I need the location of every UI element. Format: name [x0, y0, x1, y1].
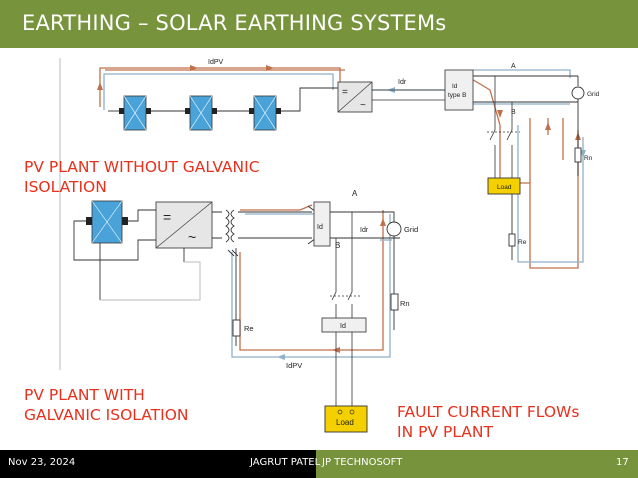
- top-diagram: = ~ IdPV Idr Id type B A B Grid: [59, 58, 600, 370]
- top-load-switches: [487, 76, 520, 180]
- bottom-tilde-label: ~: [188, 229, 196, 245]
- bottom-grid-label: Grid: [404, 225, 418, 234]
- bottom-load: Load: [324, 405, 368, 433]
- top-b-label: B: [511, 109, 516, 116]
- pv-panel: [119, 95, 151, 131]
- title-bar: EARTHING – SOLAR EARTHING SYSTEMs: [0, 0, 638, 48]
- bottom-idpv-label: IdPV: [286, 361, 302, 370]
- footer-date: Nov 23, 2024: [8, 457, 76, 468]
- slide-title: EARTHING – SOLAR EARTHING SYSTEMs: [22, 11, 447, 35]
- label-fault-current: FAULT CURRENT FLOWs IN PV PLANT: [397, 402, 579, 442]
- bottom-load-switches: [330, 212, 360, 406]
- footer-company: JP TECHNOSOFT: [322, 457, 403, 468]
- bottom-fault-path: [239, 204, 384, 351]
- footer-brand-band: [316, 450, 638, 478]
- top-idr-label: Idr: [398, 79, 407, 86]
- bottom-dc-wires: [73, 209, 156, 300]
- top-rn-label: Rn: [584, 155, 593, 162]
- label-fault-current-line1: FAULT CURRENT FLOWs: [397, 403, 580, 421]
- bottom-b-label: B: [335, 241, 340, 250]
- pv-panel: [249, 95, 281, 131]
- top-typeb-label: type B: [448, 92, 466, 99]
- top-re-label: Re: [518, 239, 527, 246]
- top-a-label: A: [511, 63, 516, 70]
- top-idpv-label: IdPV: [208, 59, 224, 66]
- label-without-isolation: PV PLANT WITHOUT GALVANIC ISOLATION: [24, 157, 260, 197]
- pv-panel: [185, 95, 217, 131]
- top-inverter: = ~: [337, 81, 373, 113]
- bottom-rn-label: Rn: [400, 299, 410, 308]
- earthing-diagram: = ~ IdPV Idr Id type B A B Grid: [59, 58, 600, 433]
- top-return-arrows: [387, 87, 586, 158]
- bottom-id-breaker: Id: [313, 201, 331, 247]
- top-re-resistor: Re: [508, 194, 527, 260]
- footer: Nov 23, 2024 JAGRUT PATEL JP TECHNOSOFT …: [0, 450, 638, 478]
- bottom-grid-source: Grid: [386, 221, 418, 237]
- top-grid-source: Grid: [571, 86, 600, 100]
- top-bus-lines: [473, 75, 579, 103]
- top-arrows: [97, 65, 581, 140]
- top-id-typeb-breaker: Id type B: [372, 69, 474, 111]
- bottom-re-resistor: Re: [232, 248, 254, 346]
- bottom-arrows: [277, 218, 386, 360]
- label-with-isolation-line1: PV PLANT WITH: [24, 386, 145, 404]
- top-pv-panels: [108, 87, 338, 131]
- bottom-bus-lines: [330, 211, 400, 296]
- top-grid-label: Grid: [587, 91, 600, 98]
- bottom-equals-label: =: [163, 209, 171, 225]
- label-with-isolation-line2: GALVANIC ISOLATION: [24, 406, 189, 424]
- label-fault-current-line2: IN PV PLANT: [397, 423, 493, 441]
- bottom-earth-line: [100, 261, 201, 301]
- top-id-label: Id: [452, 83, 458, 90]
- bottom-id-lower-breaker: Id: [321, 317, 367, 333]
- bottom-a-label: A: [352, 189, 358, 198]
- bottom-id-label: Id: [317, 224, 323, 231]
- bottom-idr-label: Idr: [360, 227, 369, 234]
- bottom-rn-resistor: Rn: [390, 293, 410, 330]
- top-tilde-label: ~: [360, 100, 366, 111]
- footer-page-number: 17: [616, 457, 629, 468]
- bottom-id-lower-label: Id: [340, 323, 346, 330]
- bottom-diagram: = ~ Id A B Idr Grid: [73, 189, 418, 433]
- bottom-load-label: Load: [336, 418, 354, 427]
- label-without-isolation-line2: ISOLATION: [24, 178, 107, 196]
- bottom-inverter: = ~: [155, 201, 213, 262]
- bottom-pv-panel: [86, 200, 128, 244]
- label-without-isolation-line1: PV PLANT WITHOUT GALVANIC: [24, 158, 260, 176]
- top-rn-resistor: Rn: [574, 99, 593, 176]
- top-equals-label: =: [342, 87, 348, 98]
- footer-author: JAGRUT PATEL: [250, 457, 321, 468]
- top-load-label: Load: [497, 184, 512, 191]
- bottom-re-label: Re: [244, 324, 254, 333]
- label-with-isolation: PV PLANT WITH GALVANIC ISOLATION: [24, 385, 189, 425]
- bottom-return-path: [231, 213, 392, 358]
- top-load: Load: [487, 177, 521, 195]
